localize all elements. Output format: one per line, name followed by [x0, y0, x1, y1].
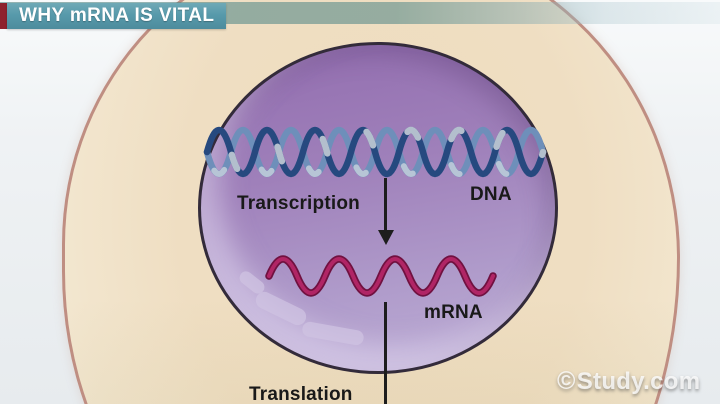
- banner-title-box: WHY mRNA IS VITAL: [7, 3, 227, 29]
- translation-label: Translation: [249, 384, 353, 404]
- slide-title: WHY mRNA IS VITAL: [19, 5, 215, 26]
- dna-double-helix-illustration: [203, 127, 547, 177]
- studycom-watermark: © Study.com: [557, 367, 700, 396]
- watermark-text: Study.com: [576, 367, 701, 395]
- cell-nucleus: [198, 42, 558, 374]
- translation-line: [384, 302, 387, 404]
- dna-label: DNA: [470, 184, 512, 205]
- down-arrowhead-icon: [378, 230, 394, 245]
- mrna-strand-illustration: [265, 255, 497, 297]
- copyright-circle-icon: ©: [557, 367, 576, 395]
- banner-accent-bar: [0, 3, 7, 29]
- mrna-label: mRNA: [424, 302, 483, 323]
- transcription-label: Transcription: [237, 193, 360, 214]
- transcription-arrow: [384, 178, 387, 232]
- title-banner: WHY mRNA IS VITAL: [0, 3, 227, 29]
